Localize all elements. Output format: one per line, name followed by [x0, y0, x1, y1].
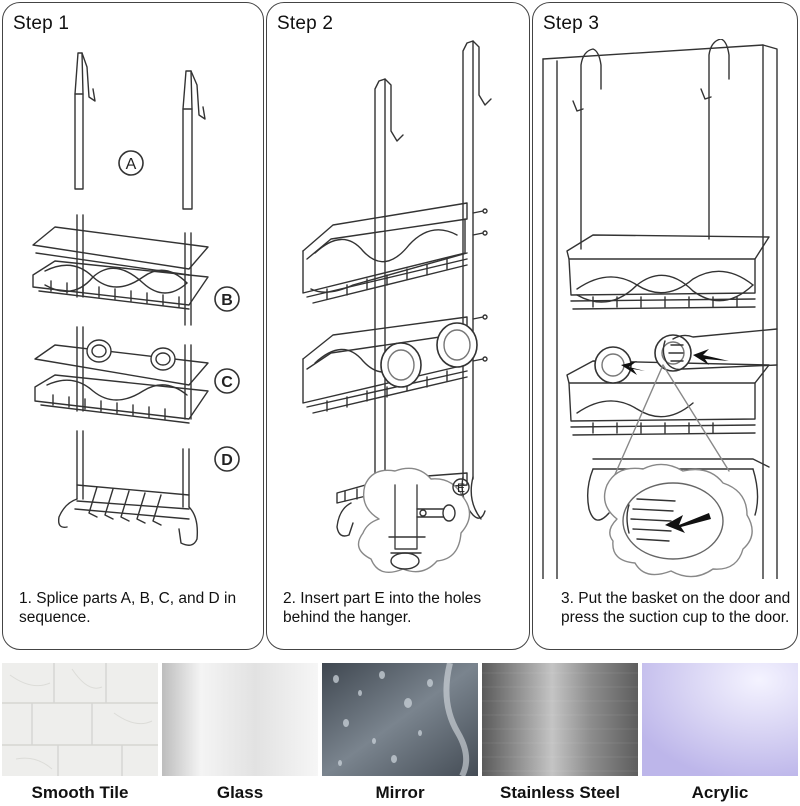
label-a-text: A — [126, 156, 137, 173]
acrylic-texture — [642, 663, 798, 776]
swatch-stainless-steel — [482, 663, 638, 776]
door — [542, 44, 778, 579]
label-c-text: C — [221, 374, 233, 391]
step-1-caption: 1. Splice parts A, B, C, and D in sequen… — [19, 590, 237, 626]
label-e-text: E — [457, 481, 465, 495]
step-3-title: Step 3 — [543, 13, 600, 34]
step-2-caption: 2. Insert part E into the holes behind t… — [283, 590, 482, 626]
part-b-basket — [32, 214, 209, 326]
label-b-text: B — [221, 292, 233, 309]
surface-strip: Smooth Tile Glass Mirror Stainless Steel… — [0, 663, 800, 806]
zoom-bubble: E — [357, 467, 471, 573]
glass-texture — [162, 663, 318, 776]
surface-label-smooth-tile: Smooth Tile — [31, 783, 129, 802]
surface-label-acrylic: Acrylic — [691, 783, 749, 802]
step-1-title: Step 1 — [13, 13, 70, 34]
smooth-tile-texture — [2, 663, 158, 776]
step-2-illustration: E — [302, 40, 492, 573]
step-2-title: Step 2 — [277, 13, 334, 34]
step-3-caption: 3. Put the basket on the door and press … — [561, 590, 791, 626]
middle-basket — [302, 314, 488, 414]
stainless-steel-texture — [482, 663, 638, 776]
pressing-hand — [662, 328, 778, 371]
door-hooks — [572, 39, 730, 250]
step-3-illustration — [542, 39, 778, 579]
swatch-glass — [162, 663, 318, 776]
surface-label-glass: Glass — [216, 783, 264, 802]
label-a-badge: A — [118, 150, 144, 176]
label-b-badge: B — [214, 286, 240, 312]
lower-basket — [566, 334, 770, 436]
press-arrows — [621, 349, 729, 375]
label-d-badge: D — [214, 446, 240, 472]
part-d-rack — [57, 430, 199, 546]
mirror-texture — [322, 663, 478, 776]
label-c-badge: C — [214, 368, 240, 394]
upper-basket — [302, 202, 488, 304]
zoom-bubble — [603, 364, 753, 578]
surface-label-mirror: Mirror — [375, 783, 425, 802]
step-2-panel: Step 2 — [266, 2, 530, 650]
label-d-text: D — [221, 452, 233, 469]
part-a-tubes — [74, 52, 206, 210]
swatch-smooth-tile — [2, 663, 158, 776]
hanger-poles — [374, 40, 492, 502]
step-1-panel: Step 1 A B — [2, 2, 264, 650]
part-c-basket — [34, 326, 209, 424]
step-1-illustration: A B — [32, 52, 240, 546]
step-3-panel: Step 3 — [532, 2, 798, 650]
swatch-mirror — [322, 663, 478, 776]
upper-basket — [566, 234, 770, 310]
swatch-acrylic — [642, 663, 798, 776]
surface-label-stainless-steel: Stainless Steel — [499, 783, 620, 802]
